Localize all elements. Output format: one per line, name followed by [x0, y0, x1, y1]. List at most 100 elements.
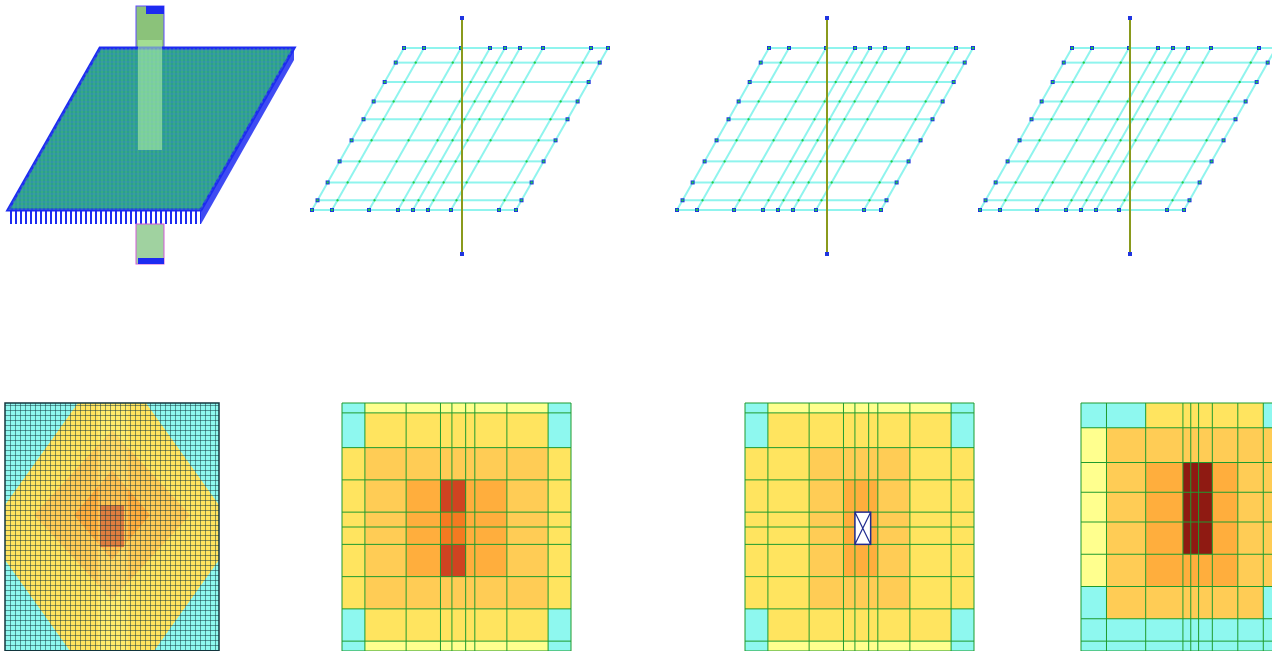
- mesh-internal-node: [451, 61, 454, 64]
- contour-cell: [745, 447, 769, 481]
- column-top-node: [825, 16, 829, 20]
- contour-cell: [868, 412, 879, 449]
- contour-cell: [342, 576, 366, 610]
- contour-cell: [548, 403, 572, 414]
- mesh-internal-node: [862, 208, 866, 212]
- contour-cell: [474, 412, 508, 449]
- mesh-internal-node: [890, 160, 893, 163]
- mesh-internal-node: [1181, 181, 1184, 184]
- mesh-line-diagonal: [676, 47, 770, 211]
- mesh-internal-node: [768, 80, 771, 84]
- mesh-internal-node: [1122, 160, 1125, 163]
- contour-cell: [1182, 427, 1192, 464]
- mesh-internal-node: [801, 139, 804, 142]
- mesh-internal-node: [454, 160, 457, 163]
- contour-cell: [909, 447, 952, 481]
- contour-cell: [1212, 427, 1239, 464]
- contour-cell: [440, 447, 453, 481]
- contour-cell: [1237, 492, 1264, 523]
- column-bottom-node: [1128, 252, 1132, 256]
- contour-cell: [745, 576, 769, 610]
- contour-cell: [767, 403, 810, 414]
- mesh-internal-node: [1193, 160, 1196, 163]
- contour-cell: [406, 527, 441, 545]
- mesh-internal-node: [358, 160, 361, 163]
- mesh-internal-node: [853, 100, 856, 103]
- contour-cell: [548, 527, 572, 545]
- contour-cell: [465, 479, 476, 513]
- contour-cell: [1081, 586, 1107, 620]
- contour-cell: [440, 512, 453, 528]
- contour-cell: [440, 403, 453, 414]
- mesh-internal-node: [791, 208, 795, 212]
- contour-cell: [1106, 492, 1147, 523]
- mesh-internal-node: [895, 181, 898, 184]
- mesh-internal-node: [346, 181, 349, 184]
- mesh-internal-node: [478, 118, 481, 121]
- contour-cell: [951, 403, 975, 414]
- contour-cell: [1190, 403, 1200, 429]
- mesh-internal-node: [372, 100, 375, 103]
- contour-cell: [843, 512, 856, 528]
- column-top-node: [1128, 16, 1132, 20]
- contour-cell: [868, 527, 879, 545]
- contour-cell: [877, 576, 911, 610]
- mesh-internal-node: [777, 181, 780, 184]
- model-coarse-mesh-b-panel: [675, 16, 975, 256]
- contour-cell: [1081, 618, 1107, 642]
- contour-cell: [440, 641, 453, 651]
- mesh-internal-node: [1004, 199, 1007, 202]
- mesh-internal-node: [691, 181, 694, 184]
- mesh-internal-node: [931, 118, 934, 121]
- mesh-internal-node: [747, 118, 750, 121]
- contour-cell: [767, 512, 810, 528]
- mesh-internal-node: [907, 160, 910, 163]
- contour-cell: [474, 527, 508, 545]
- contour-cell: [440, 608, 453, 642]
- mesh-internal-node: [1080, 181, 1083, 184]
- mesh-internal-node: [497, 208, 501, 212]
- mesh-internal-node: [878, 181, 881, 184]
- mesh-internal-node: [748, 80, 751, 84]
- mesh-internal-node: [868, 199, 871, 202]
- mesh-internal-node: [581, 61, 584, 64]
- mesh-internal-node: [1090, 46, 1094, 50]
- contour-cell: [342, 608, 366, 642]
- mesh-internal-node: [1222, 139, 1225, 142]
- mesh-internal-node: [465, 181, 468, 184]
- mesh-internal-node: [394, 61, 397, 64]
- mesh-internal-node: [994, 181, 997, 184]
- contour-cell: [843, 403, 856, 414]
- mesh-internal-node: [1210, 160, 1213, 163]
- mesh-internal-node: [823, 100, 826, 103]
- mesh-internal-node: [530, 181, 533, 184]
- contour-cell: [745, 527, 769, 545]
- mesh-internal-node: [845, 61, 848, 64]
- mesh-internal-node: [559, 100, 562, 103]
- mesh-internal-node: [1062, 61, 1065, 64]
- mesh-internal-node: [1146, 118, 1149, 121]
- contour-cell: [1212, 462, 1239, 493]
- model-fine-mesh-panel: [5, 5, 297, 265]
- mesh-internal-node: [1167, 80, 1170, 84]
- contour-cell: [1081, 554, 1107, 588]
- mesh-internal-node: [1060, 100, 1063, 103]
- contour-cell: [1237, 586, 1264, 620]
- contour-cell: [767, 544, 810, 578]
- mesh-internal-node: [866, 118, 869, 121]
- contour-cell: [1182, 403, 1192, 429]
- mesh-internal-node: [520, 199, 523, 202]
- mesh-line-diagonal: [863, 47, 957, 211]
- mesh-internal-node: [1244, 100, 1247, 103]
- contour-cell: [1198, 522, 1213, 555]
- mesh-internal-node: [789, 160, 792, 163]
- mesh-internal-node: [831, 139, 834, 142]
- contour-cell: [1106, 462, 1147, 493]
- mesh-internal-node: [455, 199, 458, 202]
- contour-cell: [1106, 403, 1147, 429]
- mesh-internal-node: [843, 118, 846, 121]
- contour-cell: [548, 412, 572, 449]
- contour-cell: [1212, 403, 1239, 429]
- contour-cell: [548, 479, 572, 513]
- contour-cell: [809, 608, 844, 642]
